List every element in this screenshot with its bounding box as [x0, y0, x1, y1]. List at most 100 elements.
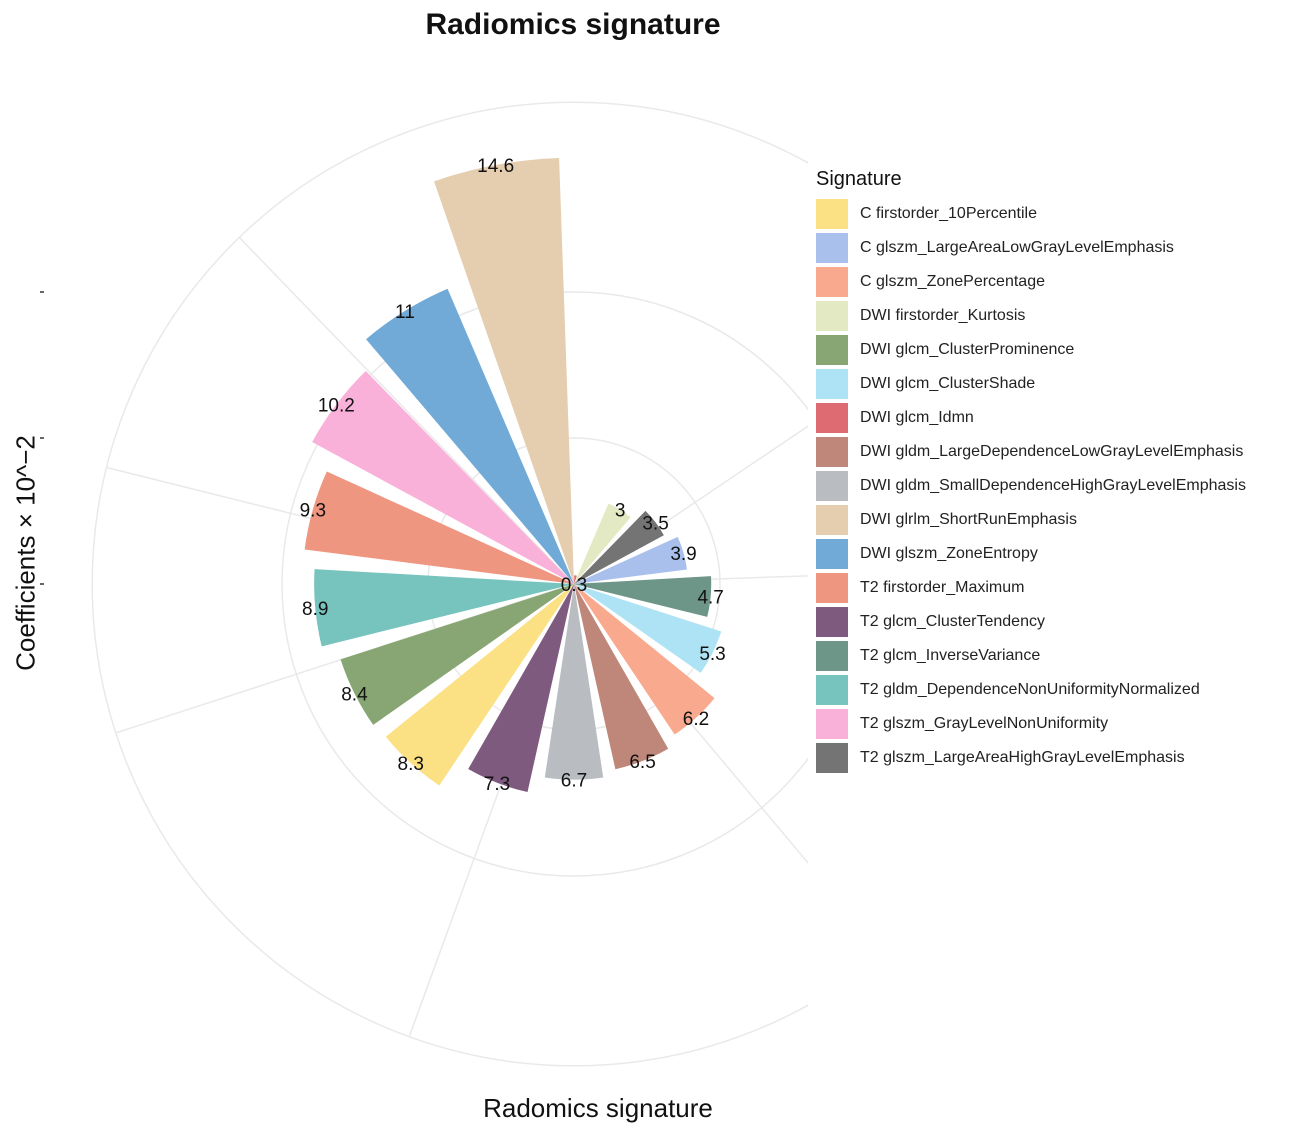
legend-item: C glszm_ZonePercentage [816, 265, 1246, 299]
bar-wedge [574, 584, 669, 770]
bar-wedge [314, 569, 574, 647]
legend-swatch [816, 573, 848, 603]
legend-item: T2 firstorder_Maximum [816, 571, 1246, 605]
legend-label: DWI glcm_ClusterShade [860, 375, 1036, 392]
legend-label: DWI gldm_SmallDependenceHighGrayLevelEmp… [860, 477, 1246, 494]
bar-layer [304, 157, 722, 793]
legend-item: T2 glszm_GrayLevelNonUniformity [816, 707, 1246, 741]
legend-item: DWI glcm_ClusterProminence [816, 333, 1246, 367]
bar-wedge [468, 584, 574, 793]
bar-wedge [544, 584, 604, 780]
x-axis-label: Radomics signature [483, 1093, 713, 1123]
grid-ring [281, 291, 808, 877]
bar-wedge [312, 371, 574, 584]
bar-wedge [574, 503, 631, 584]
legend-swatch [816, 471, 848, 501]
legend-swatch [816, 607, 848, 637]
legend-label: T2 gldm_DependenceNonUniformityNormalize… [860, 681, 1200, 698]
legend-swatch [816, 199, 848, 229]
legend-swatch [816, 301, 848, 331]
legend-swatch [816, 437, 848, 467]
legend-title: Signature [816, 168, 902, 190]
legend-label: T2 glszm_LargeAreaHighGrayLevelEmphasis [860, 749, 1185, 766]
legend-item: DWI gldm_LargeDependenceLowGrayLevelEmph… [816, 435, 1246, 469]
legend-label: DWI gldm_LargeDependenceLowGrayLevelEmph… [860, 443, 1244, 460]
bar-value-label: 6.5 [629, 752, 655, 773]
grid-ring [91, 101, 808, 1067]
bar-value-label: 10.2 [318, 396, 355, 417]
legend-swatch [816, 709, 848, 739]
legend-label: C firstorder_10Percentile [860, 205, 1037, 222]
legend-item: C glszm_LargeAreaLowGrayLevelEmphasis [816, 231, 1246, 265]
bar-wedge [366, 288, 574, 584]
legend-item: DWI glcm_Idmn [816, 401, 1246, 435]
axis-tick [40, 583, 44, 585]
legend-label: DWI glcm_ClusterProminence [860, 341, 1075, 358]
bar-value-label: 3 [615, 501, 626, 522]
bar-value-label: 7.3 [484, 774, 510, 795]
legend-label: DWI glcm_Idmn [860, 409, 974, 426]
bar-wedge [574, 584, 715, 735]
bar-value-label: 11 [395, 302, 415, 323]
bar-wedge [574, 536, 687, 584]
axis-tick [40, 437, 44, 439]
bar-value-label: 5.3 [699, 644, 725, 665]
legend-swatch [816, 369, 848, 399]
legend-label: T2 glszm_GrayLevelNonUniformity [860, 715, 1109, 732]
legend-label: C glszm_LargeAreaLowGrayLevelEmphasis [860, 239, 1174, 256]
bar-value-label: 9.3 [300, 501, 326, 522]
legend-swatch [816, 539, 848, 569]
legend-item: C firstorder_10Percentile [816, 197, 1246, 231]
legend-item: DWI gldm_SmallDependenceHighGrayLevelEmp… [816, 469, 1246, 503]
legend-item: T2 glcm_InverseVariance [816, 639, 1246, 673]
bar-wedge [434, 157, 574, 584]
legend-item: DWI glcm_ClusterShade [816, 367, 1246, 401]
bar-value-label: 6.2 [683, 709, 709, 730]
legend-label: T2 firstorder_Maximum [860, 579, 1025, 596]
legend-swatch [816, 335, 848, 365]
legend-label: DWI firstorder_Kurtosis [860, 307, 1026, 324]
legend-item: DWI firstorder_Kurtosis [816, 299, 1246, 333]
bar-wedge [304, 471, 574, 584]
legend: Signature C firstorder_10Percentile C gls… [816, 168, 1246, 775]
label-layer: 0.3 3 3.53.9 4.7 5.3 6.2 6.5 6.7 7.3 8.3 8.4 8.9 9.3… [300, 156, 726, 795]
legend-item: T2 gldm_DependenceNonUniformityNormalize… [816, 673, 1246, 707]
bar-value-label: 8.4 [341, 684, 368, 705]
legend-swatch [816, 505, 848, 535]
grid-spoke [238, 236, 575, 585]
bar-value-label: 8.9 [302, 599, 328, 620]
legend-item: T2 glcm_ClusterTendency [816, 605, 1246, 639]
legend-swatch [816, 641, 848, 671]
bar-value-label: 3.9 [670, 544, 696, 565]
bar-value-label: 4.7 [697, 588, 723, 609]
legend-label: DWI glszm_ZoneEntropy [860, 545, 1038, 562]
bar-wedge [574, 575, 577, 584]
bar-wedge [574, 510, 664, 584]
legend-item: T2 glszm_LargeAreaHighGrayLevelEmphasis [816, 741, 1246, 775]
chart-title: Radiomics signature [425, 8, 721, 41]
bar-value-label: 14.6 [477, 156, 514, 177]
legend-label: T2 glcm_InverseVariance [860, 647, 1041, 664]
bar-value-label: 8.3 [398, 754, 424, 775]
legend-item: DWI glszm_ZoneEntropy [816, 537, 1246, 571]
axis-tick [40, 291, 44, 293]
legend-swatch [816, 403, 848, 433]
legend-swatch [816, 267, 848, 297]
legend-label: T2 glcm_ClusterTendency [860, 613, 1045, 630]
legend-items: C firstorder_10Percentile C glszm_LargeAr… [816, 197, 1246, 775]
legend-swatch [816, 743, 848, 773]
bar-wedge [385, 584, 574, 786]
legend-label: C glszm_ZonePercentage [860, 273, 1045, 290]
legend-item: DWI glrlm_ShortRunEmphasis [816, 503, 1246, 537]
bar-wedge [574, 584, 722, 673]
bar-value-label: 0.3 [561, 575, 587, 596]
bar-wedge [340, 584, 574, 725]
bar-value-label: 3.5 [642, 513, 668, 534]
legend-label: DWI glrlm_ShortRunEmphasis [860, 511, 1077, 528]
legend-swatch [816, 233, 848, 263]
y-axis-label: Coefficients × 10^−2 [10, 435, 41, 671]
bar-value-label: 6.7 [561, 771, 587, 792]
bar-wedge [574, 576, 712, 617]
legend-swatch [816, 675, 848, 705]
